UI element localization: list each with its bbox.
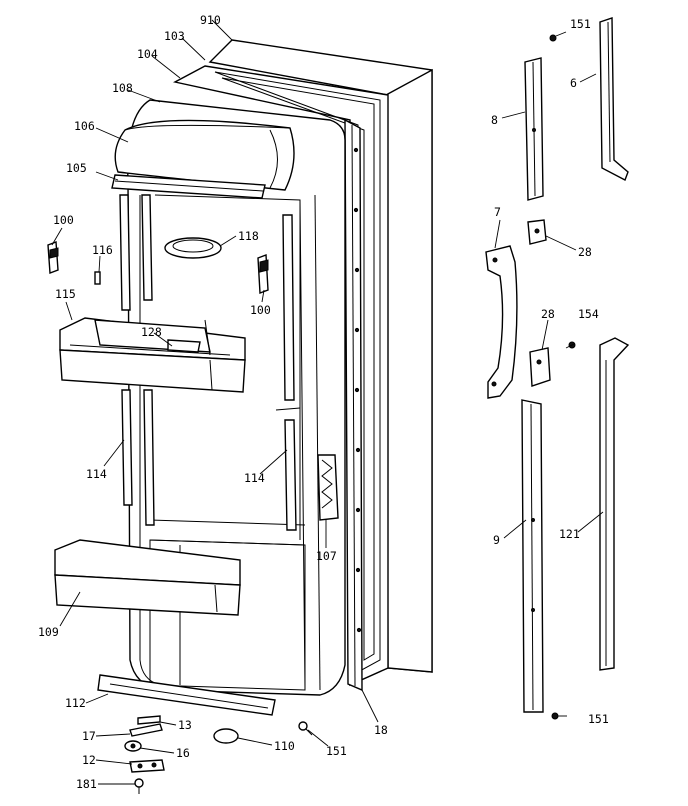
door-stop <box>213 728 239 744</box>
label-118: 118 <box>238 229 259 243</box>
door-shelf-lower <box>54 539 241 616</box>
handle-screw <box>565 341 576 349</box>
dairy-hinge-bar <box>111 174 266 199</box>
label-8: 8 <box>491 113 498 127</box>
label-6: 6 <box>570 76 577 90</box>
label-100-right: 100 <box>250 303 271 317</box>
part-labels: 910 103 104 108 106 105 100 116 118 100 … <box>38 13 609 791</box>
shelf-pin <box>94 271 101 285</box>
handle-mount-lower <box>529 347 551 387</box>
screw-bottom <box>298 721 313 736</box>
hinge-bracket <box>129 759 165 773</box>
right-shelf-rail <box>275 214 301 531</box>
label-107: 107 <box>316 549 337 563</box>
egg-holder <box>164 237 222 259</box>
label-17: 17 <box>82 729 96 743</box>
label-109: 109 <box>38 625 59 639</box>
gasket-fastener-row <box>353 147 362 633</box>
handle-mount-upper <box>527 219 547 245</box>
shelf-clip-right <box>257 254 269 294</box>
label-9: 9 <box>493 533 500 547</box>
label-181: 181 <box>76 777 97 791</box>
label-104: 104 <box>137 47 158 61</box>
left-shelf-rail <box>119 194 155 526</box>
bottom-trim <box>97 674 276 716</box>
label-105: 105 <box>66 161 87 175</box>
label-116: 116 <box>92 243 113 257</box>
shelf-divider <box>94 319 211 356</box>
label-128: 128 <box>141 325 162 339</box>
handle-cap-upper <box>524 57 544 201</box>
label-110: 110 <box>274 739 295 753</box>
label-151-right: 151 <box>588 712 609 726</box>
label-154: 154 <box>578 307 599 321</box>
handle-cap-lower <box>521 399 544 713</box>
door-handle <box>485 245 518 399</box>
breaker-strip <box>344 118 363 692</box>
label-13: 13 <box>178 718 192 732</box>
label-151-top: 151 <box>570 17 591 31</box>
hinge-bushing <box>124 740 142 752</box>
label-18: 18 <box>374 723 388 737</box>
label-7: 7 <box>494 205 501 219</box>
screw-top <box>549 31 567 42</box>
label-114-right: 114 <box>244 471 265 485</box>
hinge-washer <box>129 715 163 737</box>
dairy-compartment-door <box>114 119 295 191</box>
label-121: 121 <box>559 527 580 541</box>
leader-lines <box>51 19 604 785</box>
handle-trim-top <box>599 17 629 181</box>
label-151-bottom: 151 <box>326 744 347 758</box>
label-12: 12 <box>82 753 96 767</box>
screw-lower <box>551 712 567 720</box>
label-28-lower: 28 <box>541 307 555 321</box>
shelf-bracket <box>317 454 339 521</box>
label-112: 112 <box>65 696 86 710</box>
label-114-left: 114 <box>86 467 107 481</box>
handle-trim-long <box>599 337 630 671</box>
label-28-upper: 28 <box>578 245 592 259</box>
label-103: 103 <box>164 29 185 43</box>
hinge-screw <box>134 778 144 794</box>
shelf-clip-left <box>47 241 59 274</box>
label-115: 115 <box>55 287 76 301</box>
label-16: 16 <box>176 746 190 760</box>
label-910: 910 <box>200 13 221 27</box>
label-108: 108 <box>112 81 133 95</box>
label-100-left: 100 <box>53 213 74 227</box>
label-106: 106 <box>74 119 95 133</box>
